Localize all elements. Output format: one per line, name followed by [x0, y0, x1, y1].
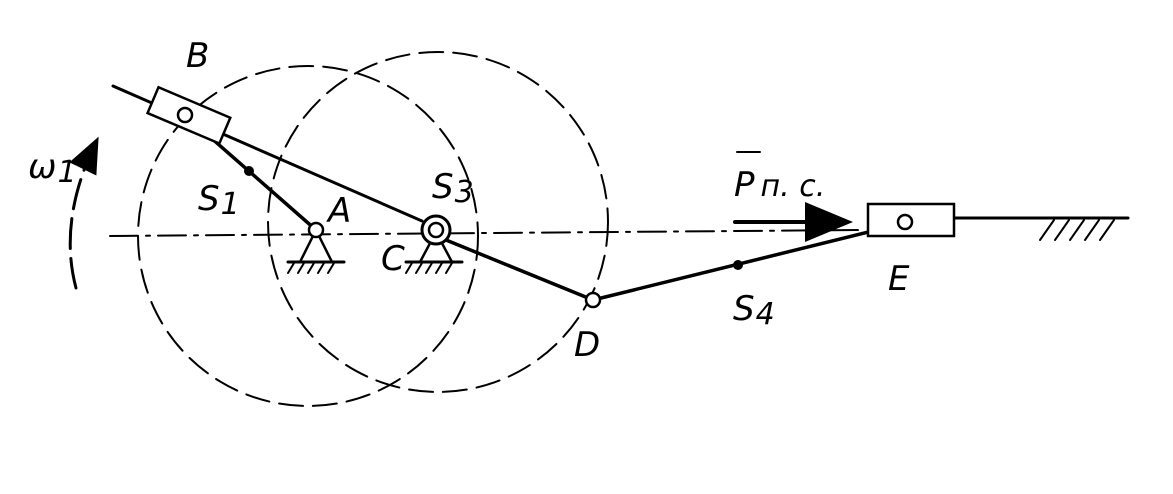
label-omega: ω1 — [28, 147, 77, 190]
dashed-circle-right — [267, 51, 609, 393]
label-s4: S4 — [733, 289, 775, 332]
center-line — [109, 229, 866, 237]
fixed-support-a-icon — [286, 227, 346, 274]
joint-d — [584, 291, 602, 309]
label-s3: S3 — [432, 167, 474, 210]
joint-c-inner — [427, 221, 445, 239]
fixed-support-c-icon — [404, 229, 464, 274]
point-s1 — [244, 166, 254, 176]
label-a: A — [326, 191, 351, 231]
ground-hatching-icon — [1039, 219, 1115, 241]
rotation-arrow-icon — [68, 136, 99, 290]
point-s4 — [733, 260, 743, 270]
label-e: E — [888, 259, 910, 299]
label-d: D — [574, 325, 600, 365]
joint-b — [176, 106, 194, 124]
joint-e — [896, 213, 914, 231]
slider-e-icon — [866, 202, 956, 238]
label-c: C — [381, 239, 405, 279]
joint-a — [307, 221, 325, 239]
link-cd — [444, 238, 595, 302]
label-s1: S1 — [198, 179, 240, 222]
link-de — [591, 221, 907, 302]
label-b: B — [186, 36, 209, 76]
